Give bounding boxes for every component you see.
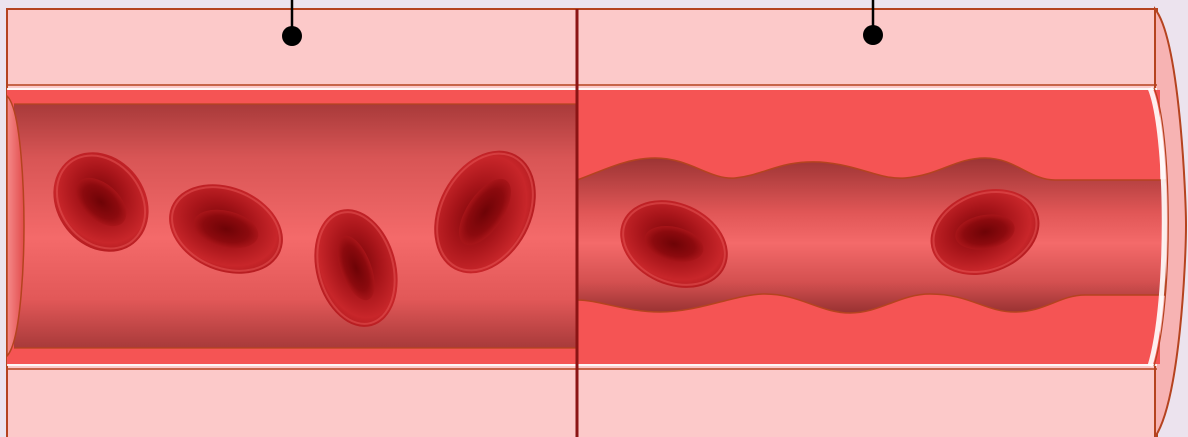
vessel-svg	[0, 0, 1188, 437]
blood-vessel-diagram	[0, 0, 1188, 437]
